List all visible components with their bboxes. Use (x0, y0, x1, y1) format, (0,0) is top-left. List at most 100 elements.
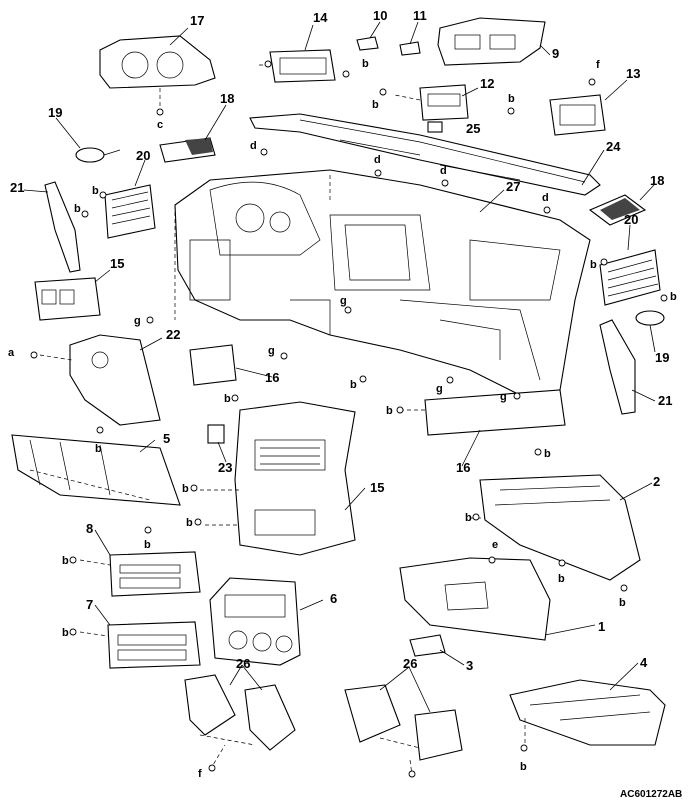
fastener-g-4: g (436, 383, 443, 395)
combination-meter (99, 35, 216, 108)
label-20-left: 20 (136, 148, 150, 163)
fastener-g-3: g (268, 345, 275, 357)
label-6: 6 (330, 591, 337, 606)
fastener-g-2: g (340, 295, 347, 307)
glove-box-housing (470, 474, 641, 581)
fastener-f-26: f (198, 768, 202, 780)
duct-4 (509, 679, 666, 746)
fastener-b-22: b (95, 443, 102, 455)
fastener-d-4: d (542, 192, 549, 204)
fastener-b-13: b (508, 93, 515, 105)
fastener-b-2c: b (619, 597, 626, 609)
trim-panel-16-lower (400, 389, 566, 436)
switch-11 (399, 41, 421, 56)
fastener-b-8: b (62, 555, 69, 567)
label-13: 13 (626, 66, 640, 81)
fastener-b-19r: b (670, 291, 677, 303)
ac-control-unit-7 (79, 621, 201, 669)
fastener-g-1: g (134, 315, 141, 327)
center-console-panel-6 (209, 577, 301, 666)
label-21-left: 21 (10, 180, 24, 195)
fastener-d-1: d (250, 140, 257, 152)
bracket-26-left (184, 674, 296, 771)
label-23: 23 (218, 460, 232, 475)
label-26-left: 26 (236, 656, 250, 671)
clip-25 (427, 121, 443, 133)
center-bezel-9 (437, 17, 546, 66)
fastener-b-21l: b (74, 203, 81, 215)
fastener-b-20r: b (590, 259, 597, 271)
leader-lines (23, 21, 656, 713)
cover-16-center (189, 344, 237, 386)
audio-unit-8 (79, 551, 201, 597)
fastener-b-4: b (520, 761, 527, 773)
fastener-d-2: d (374, 154, 381, 166)
side-vent-left (104, 184, 156, 239)
fastener-b-body: b (350, 379, 357, 391)
fastener-g-5: g (500, 391, 507, 403)
center-panel (200, 401, 356, 556)
fastener-c: c (157, 119, 163, 131)
glove-box-latch (409, 634, 446, 657)
label-24: 24 (606, 139, 621, 154)
bracket-13 (549, 94, 606, 136)
label-17: 17 (190, 13, 204, 28)
bracket-26-right (344, 684, 463, 776)
label-19-left: 19 (48, 105, 62, 120)
label-25: 25 (466, 121, 480, 136)
label-4: 4 (640, 655, 648, 670)
instrument-panel-body (174, 169, 591, 396)
label-15: 15 (370, 480, 384, 495)
fastener-f-13: f (596, 59, 600, 71)
fastener-b-15a: b (182, 483, 189, 495)
label-16-center: 16 (265, 370, 279, 385)
label-9: 9 (552, 46, 559, 61)
switch-10 (356, 36, 379, 51)
label-27: 27 (506, 179, 520, 194)
fastener-b-16lower: b (386, 405, 393, 417)
label-10: 10 (373, 8, 387, 23)
sensor-left (75, 147, 121, 163)
fastener-labels: c b b f b d d d d b b b b g g g b g g a … (8, 58, 677, 780)
switch-23 (207, 424, 225, 444)
fastener-b-12: b (372, 99, 379, 111)
switch-panel-14 (258, 49, 336, 83)
fastener-b-15top: b (224, 393, 231, 405)
label-22: 22 (166, 327, 180, 342)
side-vent-right (599, 249, 661, 306)
label-19-right: 19 (655, 350, 669, 365)
fasteners (30, 60, 668, 778)
fastener-b-20l: b (92, 185, 99, 197)
fastener-b-14: b (362, 58, 369, 70)
column-cover (39, 334, 161, 426)
label-11: 11 (413, 8, 427, 23)
fastener-a: a (8, 347, 15, 359)
label-21-right: 21 (658, 393, 672, 408)
label-5: 5 (163, 431, 170, 446)
fastener-e: e (492, 539, 498, 551)
part-number-labels: 17 14 10 11 9 12 13 18 19 25 20 24 18 21… (10, 8, 672, 673)
fastener-b-2b: b (558, 573, 565, 585)
fastener-b-2: b (465, 512, 472, 524)
top-cover (249, 113, 601, 196)
fastener-d-3: d (440, 165, 447, 177)
switch-panel-left (34, 277, 101, 321)
fastener-b-16end: b (544, 448, 551, 460)
label-26-right: 26 (403, 656, 417, 671)
display-unit-12 (394, 84, 469, 121)
defroster-grille-right (588, 194, 647, 226)
label-3: 3 (466, 658, 473, 673)
label-16-lower: 16 (456, 460, 470, 475)
lower-cover (11, 434, 181, 506)
side-cover-right (599, 319, 636, 415)
fastener-b-15b: b (186, 517, 193, 529)
sensor-right (635, 310, 665, 326)
label-16-left: 15 (110, 256, 124, 271)
label-14: 14 (313, 10, 328, 25)
glove-box (399, 557, 551, 641)
label-18-left: 18 (220, 91, 234, 106)
defroster-grille-left (159, 137, 216, 163)
label-12: 12 (480, 76, 494, 91)
label-18-right: 18 (650, 173, 664, 188)
